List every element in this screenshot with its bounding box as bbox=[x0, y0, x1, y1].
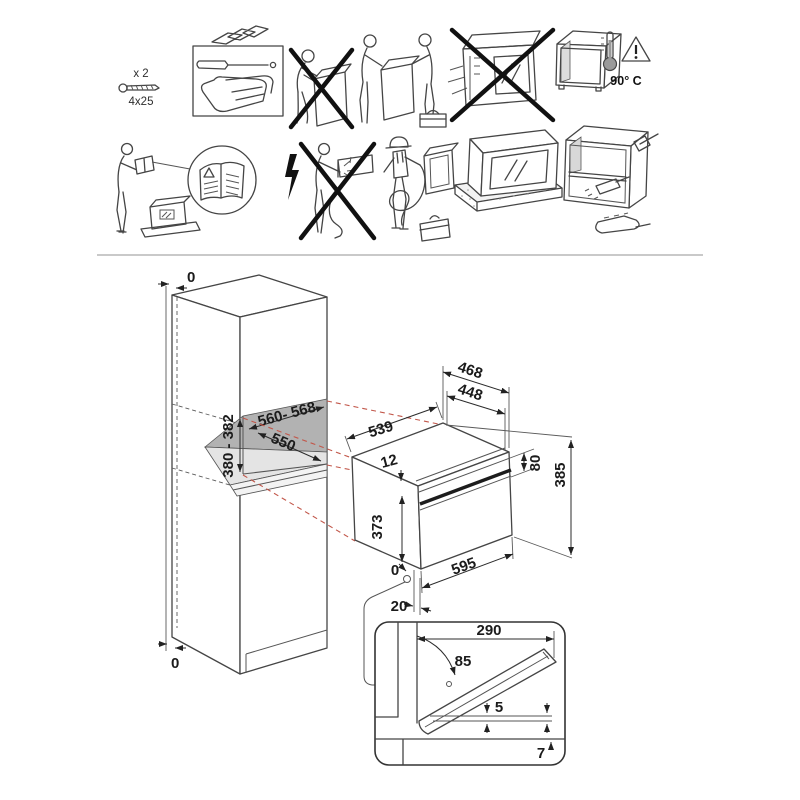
screws-icon: x 2 4x25 bbox=[118, 68, 160, 108]
door-detail: 290 85 5 7 bbox=[363, 581, 566, 766]
toolbox-icon bbox=[419, 215, 451, 242]
oven-handle bbox=[419, 468, 512, 506]
hand-brush-icon bbox=[633, 133, 659, 152]
hand-brush-icon bbox=[595, 176, 630, 195]
installer-connection-icon bbox=[383, 136, 459, 242]
dim-oven-top-inset: 12 bbox=[379, 451, 400, 472]
top-clearance-dimension: 0 bbox=[158, 269, 195, 291]
pictogram-row-1: x 2 4x25 bbox=[118, 25, 651, 130]
projection-lines bbox=[242, 400, 444, 542]
gloves-icon bbox=[200, 75, 274, 113]
warning-triangle-icon bbox=[621, 36, 651, 62]
toolbox-icon bbox=[419, 109, 447, 128]
tools-gloves-icon bbox=[192, 25, 284, 117]
dim-door-depth: 290 bbox=[476, 622, 501, 639]
dim-bottom-clearance-detail: 7 bbox=[537, 745, 545, 762]
dim-oven-overhang: 20 bbox=[391, 598, 408, 615]
read-manual-icon bbox=[116, 142, 257, 238]
bottom-clearance-dimension: 0 bbox=[158, 641, 186, 672]
dim-door-gap: 5 bbox=[495, 699, 503, 716]
oven bbox=[351, 422, 513, 570]
dim-opening-angle: 85 bbox=[455, 653, 472, 670]
dim-oven-door-height: 373 bbox=[369, 514, 386, 539]
dim-oven-flush: 0 bbox=[391, 562, 399, 579]
cabinet-preparation-icon bbox=[563, 125, 659, 234]
dim-oven-front-width: 448 bbox=[456, 381, 485, 405]
dim-oven-control-height: 80 bbox=[527, 455, 544, 472]
dim-oven-rear-width: 468 bbox=[456, 359, 485, 383]
cabinet-icon bbox=[555, 30, 622, 92]
dim-niche-height: 380 - 382 bbox=[220, 414, 237, 477]
open-door bbox=[418, 648, 557, 735]
max-temperature-label: 90° C bbox=[610, 74, 641, 88]
lightning-bolt-icon bbox=[285, 154, 299, 200]
screw-count-label: x 2 bbox=[133, 68, 148, 80]
screw-size-label: 4x25 bbox=[129, 96, 154, 108]
screwdriver-icon bbox=[196, 60, 277, 70]
dim-oven-total-height: 385 bbox=[552, 462, 569, 487]
pictogram-row-2 bbox=[116, 125, 659, 242]
tall-cabinet bbox=[165, 274, 328, 675]
installation-drawing: 560- 568 550 380 - 382 0 0 bbox=[158, 269, 574, 766]
dim-bottom-clearance: 0 bbox=[171, 655, 179, 672]
oven-dimensions: 539 468 448 12 373 0 595 20 bbox=[344, 359, 574, 615]
hard-hat-icon bbox=[385, 136, 412, 149]
dim-oven-width: 595 bbox=[449, 554, 478, 579]
dim-top-clearance: 0 bbox=[187, 269, 195, 286]
detail-reference-point bbox=[403, 575, 411, 583]
detail-leader-line bbox=[363, 581, 406, 686]
dim-oven-depth: 539 bbox=[366, 418, 395, 442]
thermometer-icon bbox=[601, 31, 618, 72]
two-person-carry-icon bbox=[359, 33, 447, 128]
prohibition-cross bbox=[298, 141, 377, 241]
dustpan-icon bbox=[595, 215, 651, 234]
no-unenclosed-installation-icon bbox=[447, 27, 556, 123]
prohibition-cross bbox=[449, 27, 556, 123]
no-live-electrical-work-icon bbox=[285, 141, 377, 241]
oven-on-packaging-icon bbox=[454, 129, 564, 212]
drill-bits-icon bbox=[211, 25, 269, 45]
no-single-person-carry-icon bbox=[288, 47, 355, 130]
prohibition-cross bbox=[288, 47, 355, 130]
